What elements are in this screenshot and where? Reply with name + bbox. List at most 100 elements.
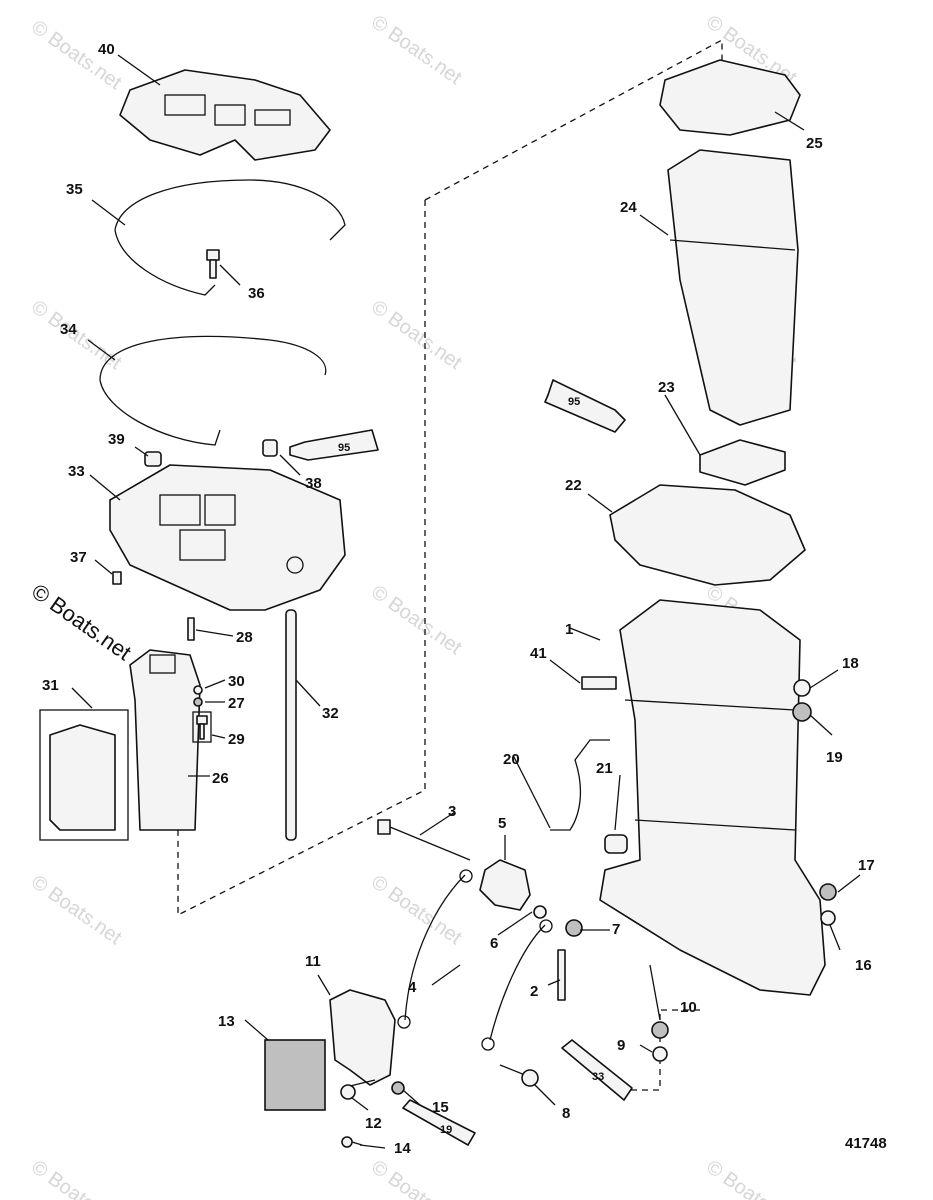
part-33-adapter-plate bbox=[109, 464, 346, 611]
part-27-washer bbox=[193, 697, 203, 707]
part-16-washer bbox=[820, 910, 836, 926]
part-37-pin bbox=[112, 571, 122, 585]
label-36: 36 bbox=[248, 285, 265, 302]
label-26: 26 bbox=[212, 770, 229, 787]
label-19: 19 bbox=[826, 749, 843, 766]
leader-lines bbox=[71, 54, 861, 1149]
part-5-mount bbox=[479, 859, 531, 911]
label-9: 9 bbox=[617, 1037, 625, 1054]
label-30: 30 bbox=[228, 673, 245, 690]
part-15-nut bbox=[391, 1081, 405, 1095]
part-25-seal bbox=[659, 59, 801, 136]
svg-text:© Boats.net: © Boats.net bbox=[367, 871, 466, 949]
part-12-screw bbox=[340, 1079, 376, 1100]
part-22-gasket bbox=[609, 484, 806, 586]
copyright-notice: © Boats.net bbox=[27, 579, 136, 666]
part-14-screw bbox=[341, 1136, 363, 1148]
label-11: 11 bbox=[305, 953, 321, 970]
part-24-exhaust-tube bbox=[667, 149, 799, 426]
part-23-seal bbox=[699, 439, 786, 486]
label-8: 8 bbox=[562, 1105, 570, 1122]
part-40-gasket bbox=[119, 69, 331, 161]
label-27: 27 bbox=[228, 695, 245, 712]
label-17: 17 bbox=[858, 857, 875, 874]
label-6: 6 bbox=[490, 935, 498, 952]
svg-text:© Boats.net: © Boats.net bbox=[367, 1156, 466, 1200]
tube-95-left: 95 bbox=[289, 429, 379, 461]
label-13: 13 bbox=[218, 1013, 235, 1030]
label-29: 29 bbox=[228, 731, 245, 748]
label-1: 1 bbox=[565, 621, 573, 638]
part-28-dowel bbox=[187, 617, 195, 641]
part-18-washer bbox=[793, 679, 811, 697]
tube-19: 19 bbox=[402, 1099, 476, 1146]
label-4: 4 bbox=[408, 979, 417, 996]
part-26-housing bbox=[129, 649, 201, 831]
part-10-nut bbox=[651, 1021, 669, 1039]
part-29-screw bbox=[192, 711, 212, 743]
label-12: 12 bbox=[365, 1115, 382, 1132]
label-35: 35 bbox=[66, 181, 83, 198]
tube-33: 33 bbox=[561, 1039, 633, 1101]
label-41: 41 bbox=[530, 645, 547, 662]
part-9-washer bbox=[652, 1046, 668, 1062]
part-41-decal bbox=[581, 676, 617, 690]
part-30-washer bbox=[193, 685, 203, 695]
figure-number: 41748 bbox=[845, 1135, 887, 1152]
label-21: 21 bbox=[596, 760, 613, 777]
part-1-driveshaft-housing bbox=[599, 599, 826, 996]
label-2: 2 bbox=[530, 983, 538, 1000]
part-36-screw bbox=[206, 249, 220, 279]
svg-text:© Boats.net: © Boats.net bbox=[702, 1156, 801, 1200]
part-20-water-tube bbox=[550, 739, 610, 831]
part-4-ground-straps bbox=[397, 869, 553, 1051]
label-7: 7 bbox=[612, 921, 620, 938]
part-39-plug bbox=[144, 451, 162, 467]
part-31-housing bbox=[39, 709, 129, 841]
label-3: 3 bbox=[448, 803, 456, 820]
part-35-seal bbox=[114, 179, 346, 296]
svg-text:© Boats.net: © Boats.net bbox=[367, 296, 466, 374]
part-32-water-tube bbox=[285, 609, 297, 841]
svg-text:95: 95 bbox=[568, 396, 580, 408]
label-16: 16 bbox=[855, 957, 872, 974]
part-6-washer bbox=[533, 905, 547, 919]
part-7-nut bbox=[565, 919, 583, 937]
svg-text:© Boats.net: © Boats.net bbox=[367, 581, 466, 659]
label-20: 20 bbox=[503, 751, 520, 768]
part-8-screw bbox=[499, 1064, 539, 1087]
svg-text:33: 33 bbox=[592, 1071, 604, 1083]
svg-text:© Boats.net: © Boats.net bbox=[367, 11, 466, 89]
part-17-nut bbox=[819, 883, 837, 901]
label-25: 25 bbox=[806, 135, 823, 152]
label-32: 32 bbox=[322, 705, 339, 722]
part-labels: 1 2 3 4 5 6 7 8 9 10 11 12 13 14 15 16 1… bbox=[42, 41, 875, 1157]
label-24: 24 bbox=[620, 199, 637, 216]
svg-text:© Boats.net: © Boats.net bbox=[27, 871, 126, 949]
label-15: 15 bbox=[432, 1099, 449, 1116]
label-14: 14 bbox=[394, 1140, 411, 1157]
label-34: 34 bbox=[60, 321, 77, 338]
label-31: 31 bbox=[42, 677, 59, 694]
part-11-bracket bbox=[329, 989, 396, 1086]
part-34-seal-ring bbox=[99, 335, 327, 446]
svg-text:19: 19 bbox=[440, 1124, 452, 1136]
part-2-stud bbox=[557, 949, 566, 1001]
part-19-nut bbox=[792, 702, 812, 722]
tube-95-right: 95 bbox=[544, 379, 626, 433]
svg-text:© Boats.net: © Boats.net bbox=[27, 1156, 126, 1200]
label-33: 33 bbox=[68, 463, 85, 480]
part-38-fitting bbox=[262, 439, 278, 457]
label-18: 18 bbox=[842, 655, 859, 672]
label-10: 10 bbox=[680, 999, 697, 1016]
label-40: 40 bbox=[98, 41, 115, 58]
label-38: 38 bbox=[305, 475, 322, 492]
label-22: 22 bbox=[565, 477, 582, 494]
part-21-grommet bbox=[604, 834, 628, 854]
label-28: 28 bbox=[236, 629, 253, 646]
label-5: 5 bbox=[498, 815, 506, 832]
part-3-bolt bbox=[377, 819, 471, 861]
svg-text:95: 95 bbox=[338, 442, 350, 454]
